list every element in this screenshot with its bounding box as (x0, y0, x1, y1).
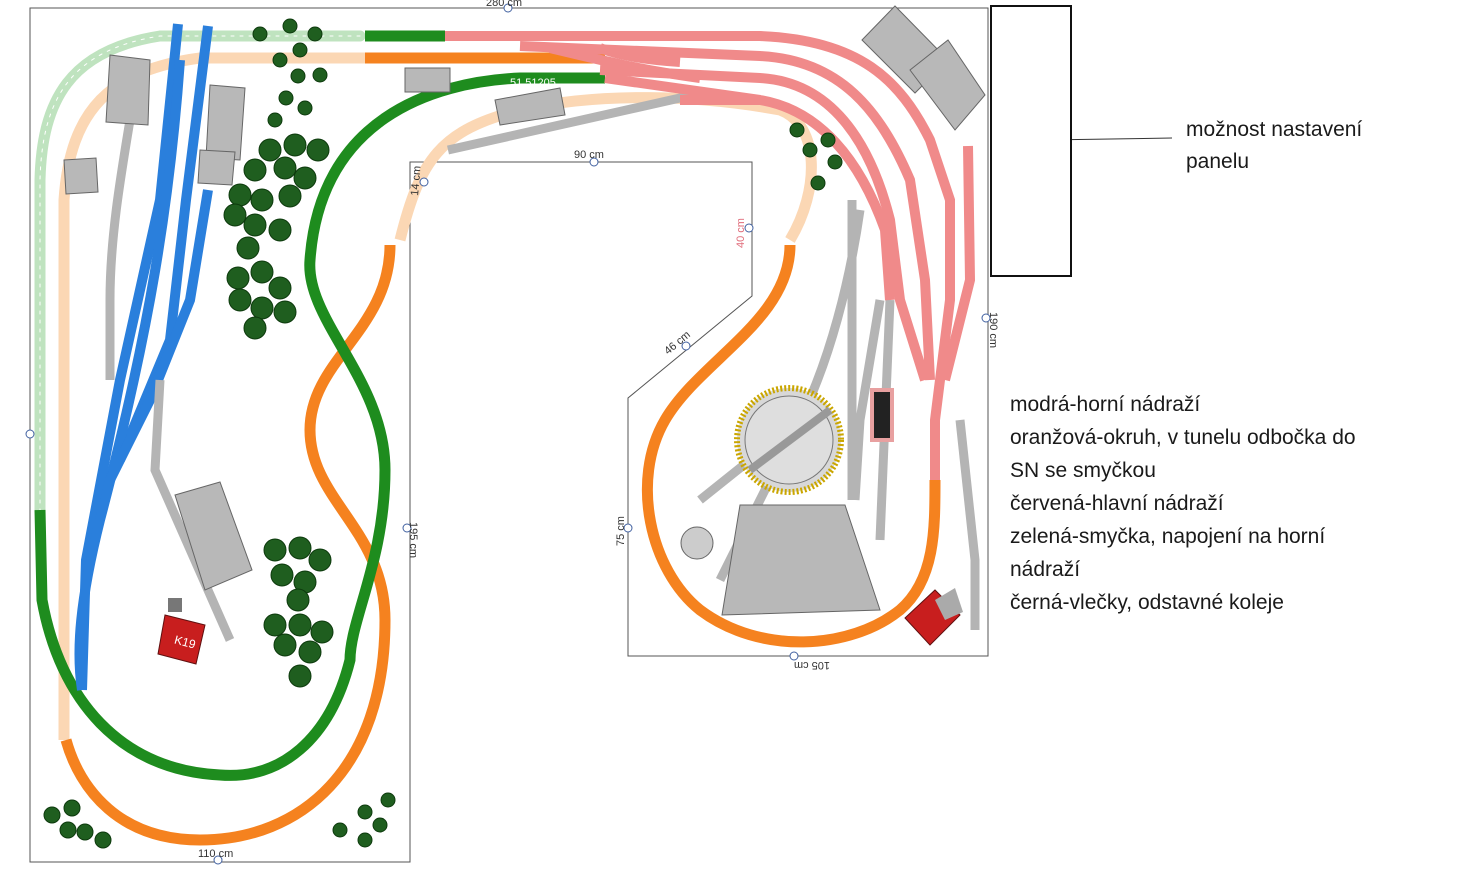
control-panel-area (990, 5, 1072, 277)
legend-line-5: zelená-smyčka, napojení na horní (1010, 525, 1326, 548)
dim-bottom-left: 110 cm (198, 848, 233, 860)
legend-line-3: SN se smyčkou (1010, 459, 1156, 482)
panel-note-line-1: možnost nastavení (1186, 118, 1363, 141)
legend: modrá-horní nádraží oranžová-okruh, v tu… (1010, 388, 1450, 619)
small-black-building (870, 388, 894, 442)
kiosk-building: K19 (157, 598, 206, 665)
panel-note: možnost nastavení panelu (1186, 114, 1426, 178)
panel-note-line-2: panelu (1186, 150, 1250, 173)
dim-left-vertical: 195 cm (407, 522, 419, 558)
legend-line-1: modrá-horní nádraží (1010, 393, 1201, 416)
dim-inner-red: 40 cm (735, 218, 747, 248)
green-tunnel-track (34, 30, 366, 516)
green-track-label: 51 51205 (510, 77, 556, 89)
dim-inner-right-vertical: 75 cm (615, 516, 627, 546)
dim-right: 190 cm (987, 312, 999, 348)
red-track (445, 31, 976, 480)
legend-line-2: oranžová-okruh, v tunelu odbočka do (1010, 426, 1356, 449)
legend-line-4: červená-hlavní nádraží (1010, 492, 1224, 515)
dim-bottom-right: 105 cm (794, 659, 830, 671)
board-outline (29, 7, 989, 863)
trees (43, 18, 843, 849)
buildings (63, 5, 986, 616)
legend-line-7: černá-vlečky, odstavné koleje (1010, 591, 1284, 614)
dim-inner-left-short: 14 cm (409, 165, 424, 196)
orange-track (60, 52, 941, 846)
dim-inner-top: 90 cm (574, 149, 604, 161)
dim-top: 280 cm (486, 0, 522, 9)
legend-line-6: nádraží (1010, 558, 1081, 581)
water-tank (680, 526, 714, 560)
blue-track (74, 23, 213, 691)
dimension-markers (25, 3, 991, 865)
turntable (734, 385, 844, 495)
kiosk-label: K19 (173, 633, 198, 652)
green-track (34, 30, 605, 781)
red-house (904, 588, 963, 646)
